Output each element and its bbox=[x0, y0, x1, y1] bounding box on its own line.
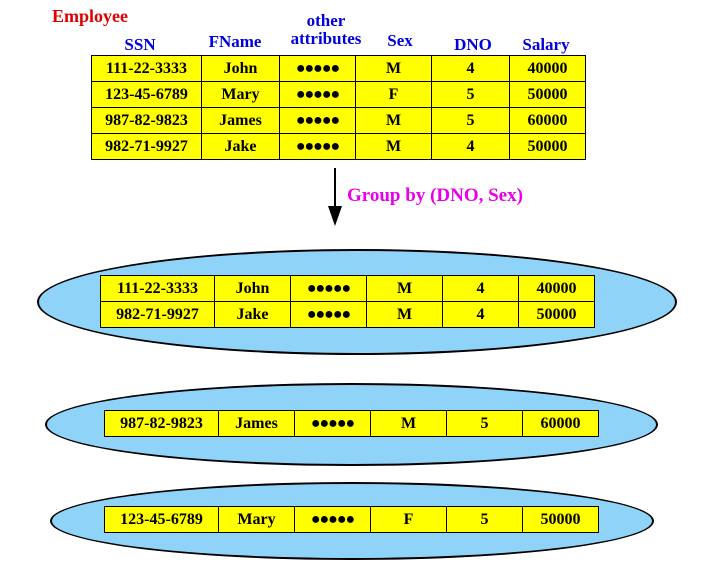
cell-sex: M bbox=[370, 410, 447, 437]
header-fname: FName bbox=[208, 32, 262, 51]
cell-sex: F bbox=[370, 506, 447, 533]
cell-salary: 40000 bbox=[518, 275, 595, 302]
cell-sex: F bbox=[355, 81, 432, 108]
cell-other-attributes: ●●●●● bbox=[290, 301, 367, 328]
cell-salary: 50000 bbox=[522, 506, 599, 533]
cell-fname: John bbox=[214, 275, 291, 302]
cell-dno: 5 bbox=[431, 107, 510, 134]
cell-sex: M bbox=[355, 133, 432, 160]
cell-other-attributes: ●●●●● bbox=[279, 81, 356, 108]
cell-salary: 50000 bbox=[509, 81, 586, 108]
cell-fname: Mary bbox=[201, 81, 280, 108]
cell-ssn: 987-82-9823 bbox=[104, 410, 219, 437]
cell-salary: 50000 bbox=[518, 301, 595, 328]
cell-sex: M bbox=[366, 275, 443, 302]
header-other-line2: attributes bbox=[290, 29, 362, 48]
cell-other-attributes: ●●●●● bbox=[294, 410, 371, 437]
cell-fname: James bbox=[218, 410, 295, 437]
cell-ssn: 111-22-3333 bbox=[91, 55, 202, 82]
header-other-attributes: other attributes bbox=[280, 12, 372, 48]
arrow-head bbox=[328, 206, 342, 226]
relation-title: Employee bbox=[52, 6, 128, 26]
cell-other-attributes: ●●●●● bbox=[279, 107, 356, 134]
cell-ssn: 123-45-6789 bbox=[104, 506, 219, 533]
header-other-line1: other bbox=[306, 11, 346, 30]
cell-sex: M bbox=[355, 55, 432, 82]
cell-dno: 5 bbox=[446, 410, 523, 437]
header-salary: Salary bbox=[522, 35, 570, 54]
header-dno: DNO bbox=[454, 35, 492, 54]
cell-ssn: 123-45-6789 bbox=[91, 81, 202, 108]
cell-dno: 5 bbox=[446, 506, 523, 533]
cell-ssn: 111-22-3333 bbox=[100, 275, 215, 302]
cell-sex: M bbox=[366, 301, 443, 328]
cell-dno: 4 bbox=[442, 301, 519, 328]
cell-salary: 60000 bbox=[509, 107, 586, 134]
cell-fname: Jake bbox=[201, 133, 280, 160]
cell-salary: 60000 bbox=[522, 410, 599, 437]
cell-fname: Jake bbox=[214, 301, 291, 328]
header-ssn: SSN bbox=[124, 35, 156, 54]
header-sex: Sex bbox=[387, 31, 413, 50]
cell-dno: 4 bbox=[442, 275, 519, 302]
operation-label: Group by (DNO, Sex) bbox=[347, 185, 523, 206]
cell-salary: 50000 bbox=[509, 133, 586, 160]
cell-fname: Mary bbox=[218, 506, 295, 533]
cell-other-attributes: ●●●●● bbox=[294, 506, 371, 533]
cell-ssn: 987-82-9823 bbox=[91, 107, 202, 134]
cell-other-attributes: ●●●●● bbox=[290, 275, 367, 302]
cell-fname: James bbox=[201, 107, 280, 134]
cell-ssn: 982-71-9927 bbox=[100, 301, 215, 328]
